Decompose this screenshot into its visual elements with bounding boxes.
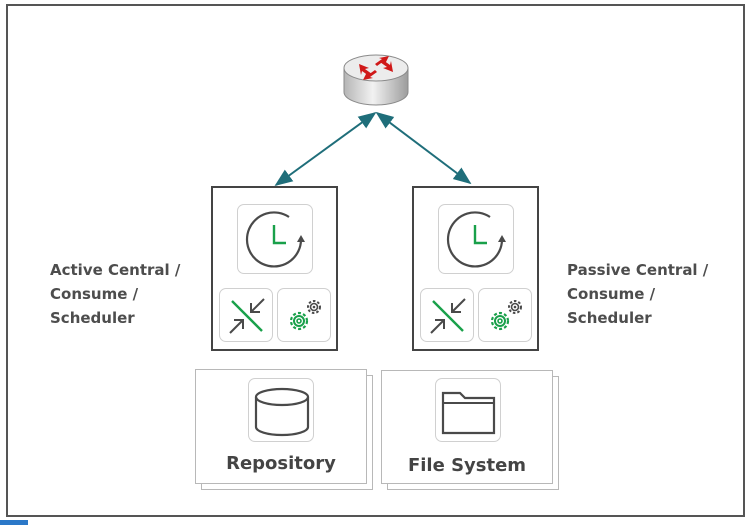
file-system-store: File System <box>381 370 559 490</box>
folder-icon <box>441 391 496 435</box>
active-node <box>211 186 338 351</box>
passive-node-label: Passive Central / Consume / Scheduler <box>567 261 709 327</box>
compress-arrows-icon <box>430 298 466 334</box>
passive-node <box>412 186 539 351</box>
active-compress-tile <box>219 288 273 342</box>
passive-gears-tile <box>478 288 532 342</box>
database-icon <box>254 387 310 437</box>
window-edge-strip <box>0 520 28 525</box>
passive-compress-tile <box>420 288 474 342</box>
active-node-label: Active Central / Consume / Scheduler <box>50 261 181 327</box>
stack-sheet-front: Repository <box>195 369 367 484</box>
compress-arrows-icon <box>229 298 265 334</box>
file-system-label: File System <box>407 455 527 476</box>
gears-icon <box>289 300 321 331</box>
passive-clock-tile <box>438 204 514 274</box>
repository-icon-tile <box>248 378 314 442</box>
gears-icon <box>490 300 522 331</box>
link-router-active <box>274 111 377 187</box>
file-system-icon-tile <box>435 378 501 442</box>
clock-refresh-icon <box>446 211 506 268</box>
active-clock-tile <box>237 204 313 274</box>
stack-sheet-front: File System <box>381 370 553 484</box>
repository-label: Repository <box>226 453 336 474</box>
router-icon <box>343 54 409 106</box>
clock-refresh-icon <box>245 211 305 268</box>
link-router-passive <box>375 111 472 185</box>
repository-store: Repository <box>195 369 373 490</box>
active-gears-tile <box>277 288 331 342</box>
